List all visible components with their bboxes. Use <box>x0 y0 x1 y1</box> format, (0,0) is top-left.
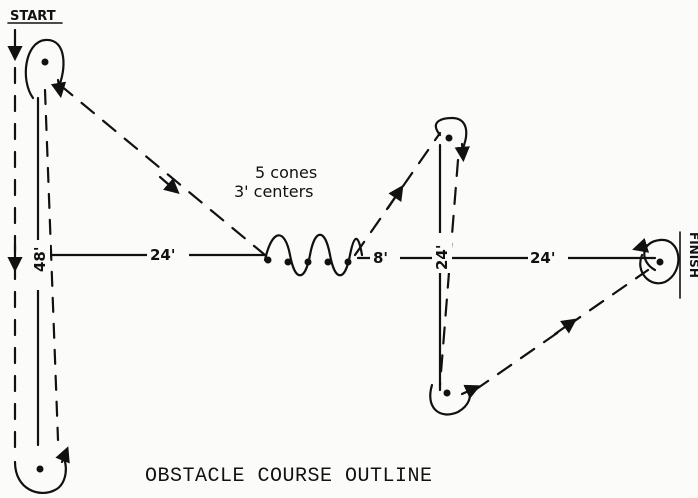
cone-bottom-right <box>443 389 451 397</box>
bottom-loop-arrow <box>55 446 70 464</box>
cone-top-right <box>445 134 453 142</box>
top-loop <box>24 38 65 100</box>
finish-label: FINISH <box>687 232 698 278</box>
bottom-right-loop-arrow <box>460 384 481 399</box>
dashed-to-top-right <box>353 131 442 257</box>
cone-1 <box>264 256 272 264</box>
top-right-loop <box>434 116 468 152</box>
diagram-caption: OBSTACLE COURSE OUTLINE <box>145 465 433 488</box>
distance-first-horizontal: 24' <box>150 246 175 264</box>
top-right-loop-arrow <box>454 142 470 163</box>
dashed-to-finish <box>473 268 650 392</box>
dashed-up-arrow <box>386 184 404 210</box>
cones-label-line2: 3' centers <box>234 182 313 201</box>
finish-loop-arrow <box>632 237 650 253</box>
distance-vertical-right: 24' <box>433 245 451 270</box>
dashed-to-finish-arrow <box>553 318 578 336</box>
left-lane-inner-dashed <box>43 88 60 442</box>
cone-finish <box>656 258 664 266</box>
bottom-right-loop <box>429 383 471 416</box>
cones-label-line1: 5 cones <box>255 163 317 182</box>
cone-2 <box>284 258 292 266</box>
cone-weave-path <box>263 233 364 277</box>
diagonal-to-cones <box>58 83 267 257</box>
cone-top-left <box>41 58 49 66</box>
start-label: START <box>10 9 56 24</box>
distance-after-cones: 8' <box>373 249 388 267</box>
diagonal-arrow <box>158 175 180 195</box>
cone-4 <box>324 258 332 266</box>
cone-bottom-left <box>36 465 44 473</box>
cone-5 <box>344 258 352 266</box>
distance-vertical-left: 48' <box>31 247 49 272</box>
bottom-loop <box>13 454 67 495</box>
cone-3 <box>304 258 312 266</box>
distance-to-finish: 24' <box>530 249 555 267</box>
top-loop-arrow <box>50 78 67 99</box>
